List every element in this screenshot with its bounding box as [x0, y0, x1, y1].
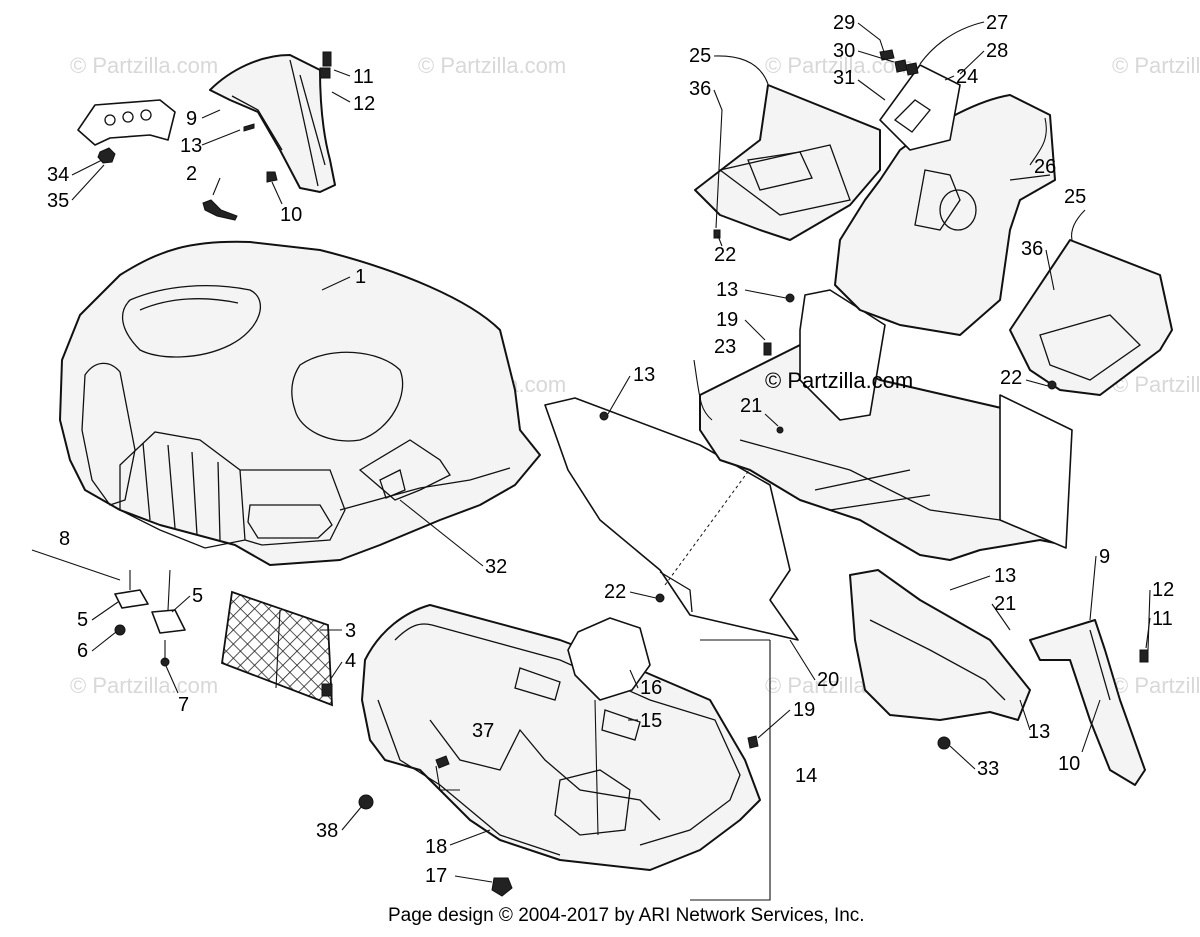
- callout-label: 27: [986, 12, 1008, 34]
- callout-label: 19: [793, 699, 815, 721]
- watermark: © Partzilla.com: [70, 53, 218, 78]
- callout-label: 1: [355, 266, 366, 288]
- callout-label: 19: [716, 309, 738, 331]
- callout-label: 26: [1034, 156, 1056, 178]
- callout-label: 32: [485, 556, 507, 578]
- left-fender-part: [209, 54, 336, 193]
- callout-label: 35: [47, 190, 69, 212]
- callout-label: 18: [425, 836, 447, 858]
- callout-label: 12: [1152, 579, 1174, 601]
- watermark: © Partzilla.com: [70, 673, 218, 698]
- seat-right-part: [1009, 239, 1173, 396]
- callout-label: 22: [1000, 367, 1022, 389]
- callout-label: 21: [994, 593, 1016, 615]
- callout-label: 11: [1152, 608, 1173, 630]
- grille-mesh-part: [31, 549, 333, 707]
- callout-label: 3: [345, 620, 356, 642]
- storage-bin-part: [358, 604, 771, 901]
- callout-label: 6: [77, 640, 88, 662]
- callout-label: 36: [1021, 238, 1043, 260]
- callout-label: 10: [1058, 753, 1080, 775]
- shift-cover-part: [879, 49, 961, 151]
- page-footer: Page design © 2004-2017 by ARI Network S…: [388, 905, 865, 926]
- callout-label: 30: [833, 40, 855, 62]
- callout-label: 28: [986, 40, 1008, 62]
- copyright-credit: © Partzilla.com: [765, 368, 913, 393]
- callout-label: 5: [77, 609, 88, 631]
- callout-layer: 1 2 3 4 5 5 6 7 8 9 9 10 10 11 11 12 12 …: [47, 12, 1174, 887]
- callout-label: 10: [280, 204, 302, 226]
- callout-label: 11: [353, 66, 374, 88]
- watermark: © Partzilla.com: [418, 53, 566, 78]
- callout-label: 20: [817, 669, 839, 691]
- callout-label: 38: [316, 820, 338, 842]
- hardware-parts: [202, 51, 332, 221]
- watermark: © Partzilla.com: [1112, 53, 1200, 78]
- callout-label: 21: [740, 395, 762, 417]
- watermark: © Partzilla.com: [1112, 673, 1200, 698]
- callout-label: 33: [977, 758, 999, 780]
- callout-label: 9: [186, 108, 197, 130]
- callout-label: 5: [192, 585, 203, 607]
- callout-label: 15: [640, 710, 662, 732]
- center-panel-part: [544, 397, 799, 641]
- callout-label: 4: [345, 650, 356, 672]
- callout-label: 17: [425, 865, 447, 887]
- callout-label: 22: [714, 244, 736, 266]
- callout-label: 14: [795, 765, 817, 787]
- callout-label: 13: [633, 364, 655, 386]
- callout-label: 25: [1064, 186, 1086, 208]
- callout-label: 2: [186, 163, 197, 185]
- callout-label: 8: [59, 528, 70, 550]
- callout-label: 12: [353, 93, 375, 115]
- callout-label: 36: [689, 78, 711, 100]
- callout-label: 7: [178, 694, 189, 716]
- callout-label: 13: [716, 279, 738, 301]
- callout-label: 13: [1028, 721, 1050, 743]
- callout-label: 9: [1099, 546, 1110, 568]
- callout-label: 24: [956, 66, 978, 88]
- callout-label: 37: [472, 720, 494, 742]
- callout-label: 34: [47, 164, 69, 186]
- seat-left-part: [694, 84, 881, 241]
- callout-label: 31: [833, 67, 855, 89]
- callout-label: 29: [833, 12, 855, 34]
- callout-label: 23: [714, 336, 736, 358]
- callout-label: 13: [994, 565, 1016, 587]
- callout-label: 16: [640, 677, 662, 699]
- bracket-part: [77, 99, 176, 164]
- callout-label: 25: [689, 45, 711, 67]
- callout-label: 22: [604, 581, 626, 603]
- right-side-panel-part: [849, 569, 1149, 786]
- callout-label: 13: [180, 135, 202, 157]
- floor-pan-part: [699, 289, 1073, 561]
- hood-part: [59, 240, 541, 566]
